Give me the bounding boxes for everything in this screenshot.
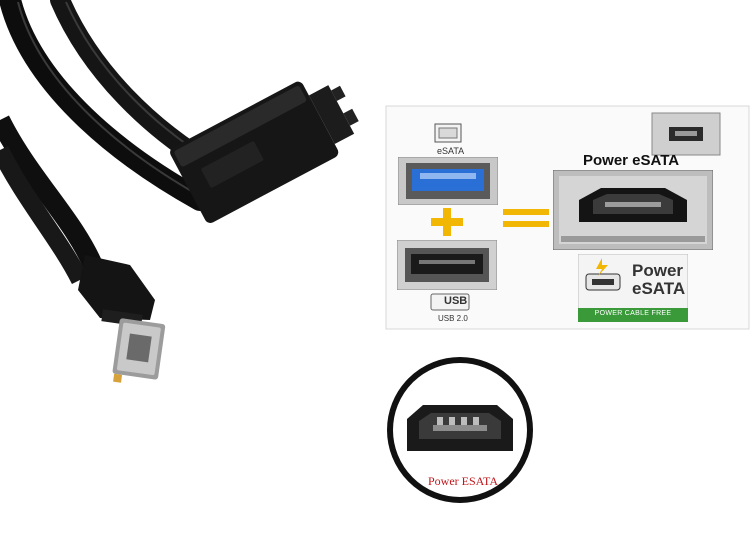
usb2-port <box>397 240 497 290</box>
usb-symbol-icon <box>430 293 470 311</box>
usb-version-label: USB 2.0 <box>438 314 468 323</box>
cable-strand-lower-2 <box>0 145 89 285</box>
cable-strand-lower-1 <box>0 115 105 274</box>
esata-plug <box>78 255 166 383</box>
esata-label: eSATA <box>437 146 465 156</box>
esata-hdd-icon <box>434 123 462 143</box>
cable-strand-outer <box>0 0 211 211</box>
badge-strip-text: POWER CABLE FREE <box>594 310 672 317</box>
badge-esata-word: eSATA <box>632 279 686 298</box>
usb3-port <box>398 157 498 205</box>
badge-power-word: Power <box>632 261 684 280</box>
circle-caption: Power ESATA <box>428 474 499 488</box>
cable-photo <box>0 0 359 383</box>
plus-icon <box>431 208 463 236</box>
sata-connector <box>170 81 359 223</box>
power-esata-title: Power eSATA <box>583 152 680 169</box>
power-esata-circle <box>387 357 533 503</box>
power-esata-port-large <box>553 170 713 250</box>
equals-icon <box>503 209 549 227</box>
power-esata-badge <box>578 254 688 322</box>
usb-symbol-text: USB <box>444 295 468 307</box>
